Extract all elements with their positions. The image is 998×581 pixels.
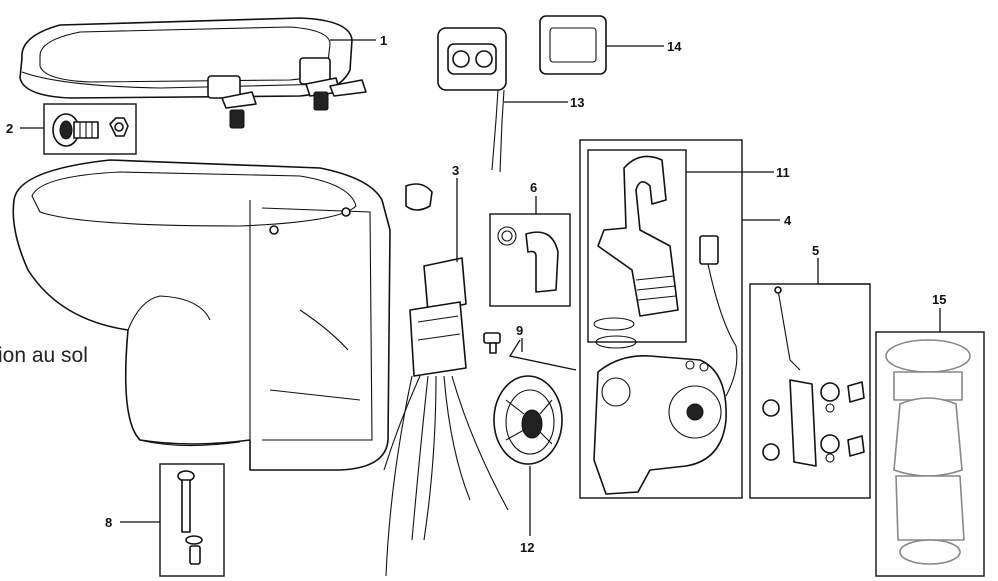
callout-13: 13 xyxy=(570,95,584,110)
callout-11: 11 xyxy=(776,165,790,180)
callout-3: 3 xyxy=(452,163,459,178)
toilet-bowl xyxy=(12,159,391,471)
hex-key-screw xyxy=(483,332,577,371)
callout-9: 9 xyxy=(516,323,523,338)
callout-12: 12 xyxy=(520,540,534,555)
bolt-kit xyxy=(159,463,225,577)
callout-8: 8 xyxy=(105,515,112,530)
leader-lines xyxy=(20,39,941,536)
impeller xyxy=(493,375,563,465)
side-text: ion au sol xyxy=(0,344,88,367)
mounting-bracket-kit xyxy=(749,283,871,499)
callout-labels: 1 2 3 4 5 6 8 9 11 12 13 14 15 xyxy=(6,33,946,555)
cartridge xyxy=(875,331,985,577)
callout-5: 5 xyxy=(812,243,819,258)
seat-lid-assembly xyxy=(19,17,367,129)
callout-4: 4 xyxy=(784,213,792,228)
valve-fitting xyxy=(43,103,137,155)
callout-14: 14 xyxy=(667,39,682,54)
flush-control-panel xyxy=(437,27,507,173)
cover-panel xyxy=(539,15,607,75)
elbow-hose-clamp xyxy=(489,213,571,307)
callout-6: 6 xyxy=(530,180,537,195)
pump-assembly xyxy=(579,139,743,499)
control-module xyxy=(383,183,509,577)
callout-1: 1 xyxy=(380,33,387,48)
callout-2: 2 xyxy=(6,121,13,136)
callout-15: 15 xyxy=(932,292,946,307)
